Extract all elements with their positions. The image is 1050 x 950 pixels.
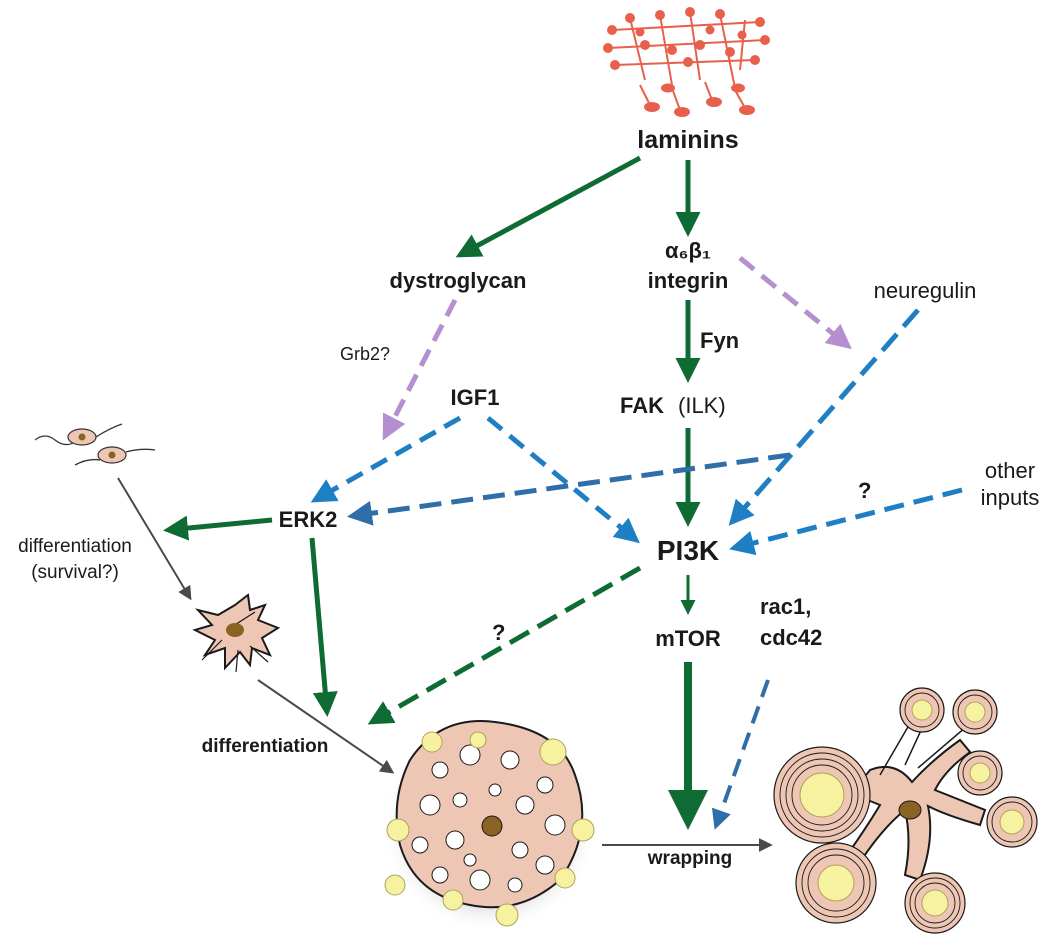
arrow-igf1-pi3k — [486, 416, 640, 544]
arrow-pi3k-differentiation — [367, 565, 642, 725]
label-igf1: IGF1 — [451, 385, 500, 410]
label-grb2: Grb2? — [340, 344, 390, 364]
arrow-erk2-left — [163, 515, 273, 541]
label-integrin: integrin — [648, 268, 729, 293]
label-laminins: laminins — [637, 126, 738, 154]
arrow-dystroglycan-erk2 — [382, 298, 458, 441]
label-neuregulin: neuregulin — [874, 278, 977, 303]
arrow-integrin-neuregulin — [738, 256, 852, 350]
label-pi3k: PI3K — [657, 535, 719, 566]
label-other-inputs-line1: other — [985, 458, 1035, 483]
label-question-pi3k: ? — [492, 620, 505, 645]
arrow-erk2-differentiation — [309, 537, 338, 717]
arrow-neuregulin-pi3k — [728, 308, 920, 526]
label-cdc42: cdc42 — [760, 625, 822, 650]
label-erk2: ERK2 — [279, 507, 338, 532]
label-integrin-alpha6beta1: α₆β₁ — [665, 238, 711, 263]
label-rac1: rac1, — [760, 594, 811, 619]
promyelinating-oligodendrocyte-illustration — [382, 717, 598, 933]
label-mtor: mTOR — [655, 626, 721, 651]
arrow-rac1-wrapping — [711, 679, 770, 830]
label-question-other: ? — [858, 478, 871, 503]
label-other-inputs-line2: inputs — [981, 485, 1040, 510]
label-dystroglycan: dystroglycan — [390, 268, 527, 293]
arrow-immature-to-promyelinating — [257, 679, 395, 774]
laminin-network-illustration — [603, 7, 770, 117]
label-differentiation-survival-line1: differentiation — [18, 536, 132, 557]
label-ilk: (ILK) — [678, 393, 726, 418]
label-fyn: Fyn — [700, 328, 739, 353]
arrow-neuregulin-erk2 — [347, 452, 791, 526]
arrow-other-inputs-pi3k — [729, 487, 963, 556]
immature-oligodendrocyte-illustration — [192, 593, 281, 673]
label-fak: FAK — [620, 393, 664, 418]
arrow-precursor-to-immature — [117, 477, 192, 601]
label-differentiation: differentiation — [202, 736, 329, 757]
label-differentiation-survival-line2: (survival?) — [31, 562, 119, 583]
myelinating-oligodendrocyte-illustration — [773, 687, 1038, 934]
precursor-cells-illustration — [34, 423, 156, 466]
arrow-laminins-dystroglycan — [455, 155, 642, 258]
label-wrapping: wrapping — [647, 848, 732, 869]
